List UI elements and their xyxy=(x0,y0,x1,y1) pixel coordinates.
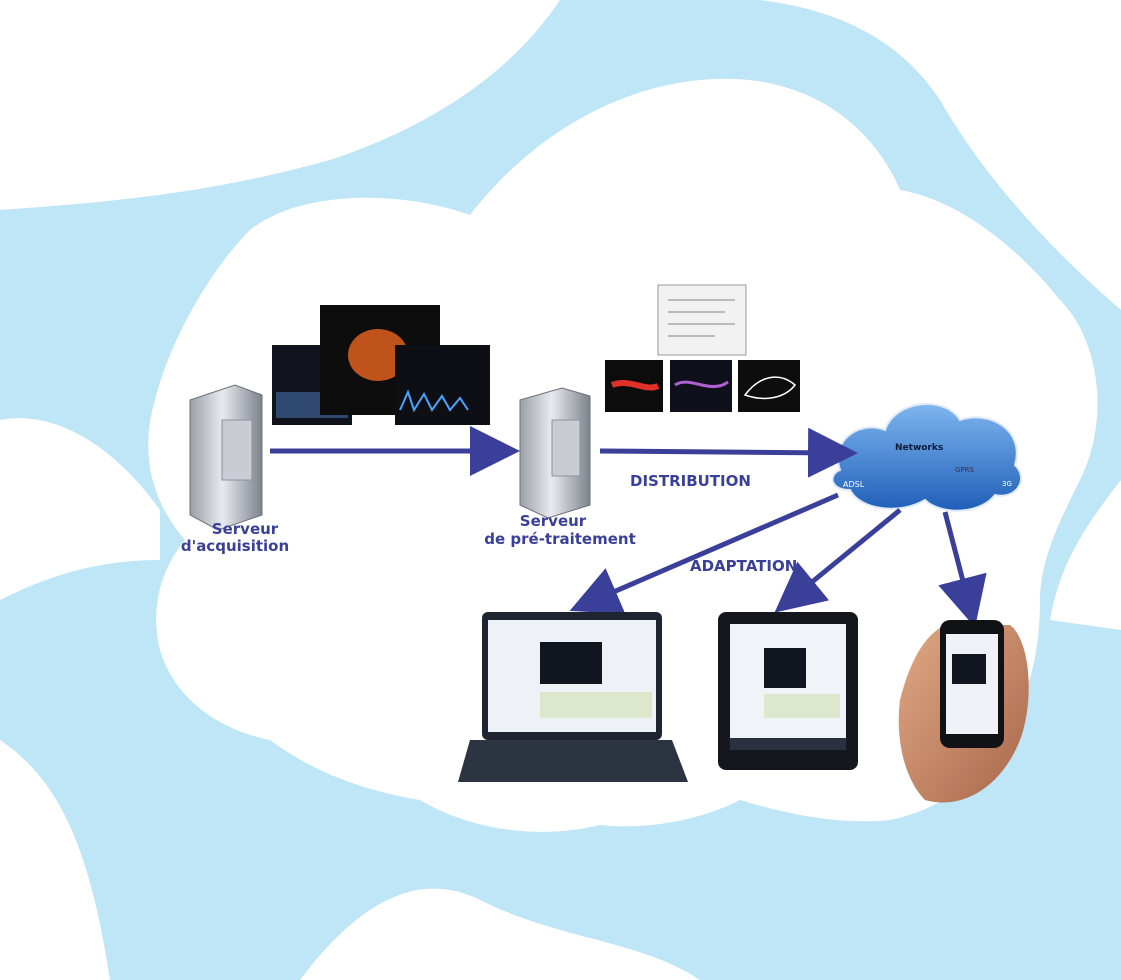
ultrasound-image-3 xyxy=(395,345,490,425)
processed-image-3-contour xyxy=(743,376,797,400)
network-cloud-adsl: ADSL xyxy=(843,480,865,489)
network-cloud-3g: 3G xyxy=(1002,480,1012,488)
distribution-label: DISTRIBUTION xyxy=(630,472,751,490)
processed-image-3 xyxy=(738,360,800,412)
cloud-frame-bottom-corner xyxy=(300,888,700,980)
processed-image-1-vessel xyxy=(610,380,660,391)
adaptation-label: ADAPTATION xyxy=(690,557,798,575)
preprocessing-server-bay xyxy=(551,419,581,477)
cloud-frame-top-left-corner xyxy=(0,0,560,210)
report-document xyxy=(657,284,747,356)
smartphone-in-hand-icon xyxy=(898,620,1029,803)
processed-image-2-vessel xyxy=(674,380,729,388)
cloud-frame-top-right-corner xyxy=(760,0,1121,310)
acquisition-server-label-line1: Serveur xyxy=(211,520,279,538)
arrow-to-laptop xyxy=(569,492,839,615)
ultrasound-image-2-color-blob xyxy=(348,329,408,381)
smartphone-screen-image xyxy=(952,654,986,684)
acquisition-server-label-line2: d'acquisition xyxy=(180,537,290,555)
network-cloud-shape xyxy=(831,403,1022,512)
tablet-screen-image xyxy=(764,648,806,688)
network-cloud-gprs: GPRS xyxy=(955,466,975,474)
ultrasound-images-group xyxy=(272,305,490,425)
laptop-icon xyxy=(458,612,688,782)
ultrasound-image-3-wave xyxy=(399,389,469,413)
inner-white-cloud xyxy=(148,78,1098,832)
arrow-to-smartphone xyxy=(938,511,987,628)
processed-images-group xyxy=(605,284,800,412)
arrow-distribution xyxy=(599,427,858,478)
cloud-frame-right-corner xyxy=(1050,480,1121,630)
laptop-screen-image xyxy=(540,642,602,684)
preprocessing-server-label-line1: Serveur xyxy=(519,512,587,530)
arrow-to-tablet xyxy=(774,508,902,613)
cloud-frame-left-corner xyxy=(0,418,160,600)
tablet-icon xyxy=(718,612,858,770)
acquisition-server-bay xyxy=(221,419,253,481)
preprocessing-server-label-line2: de pré-traitement xyxy=(484,530,636,548)
preprocessing-server-icon xyxy=(519,387,591,519)
laptop-screen-table xyxy=(540,692,652,718)
tablet-dock xyxy=(730,738,846,750)
tablet-screen-table xyxy=(764,694,840,718)
acquisition-server-icon xyxy=(189,384,263,531)
cloud-frame-bottom-left-corner xyxy=(0,740,110,980)
laptop-base xyxy=(458,740,688,782)
network-cloud-title: Networks xyxy=(895,443,943,453)
network-cloud-icon: Networks ADSL GPRS 3G xyxy=(831,403,1022,512)
